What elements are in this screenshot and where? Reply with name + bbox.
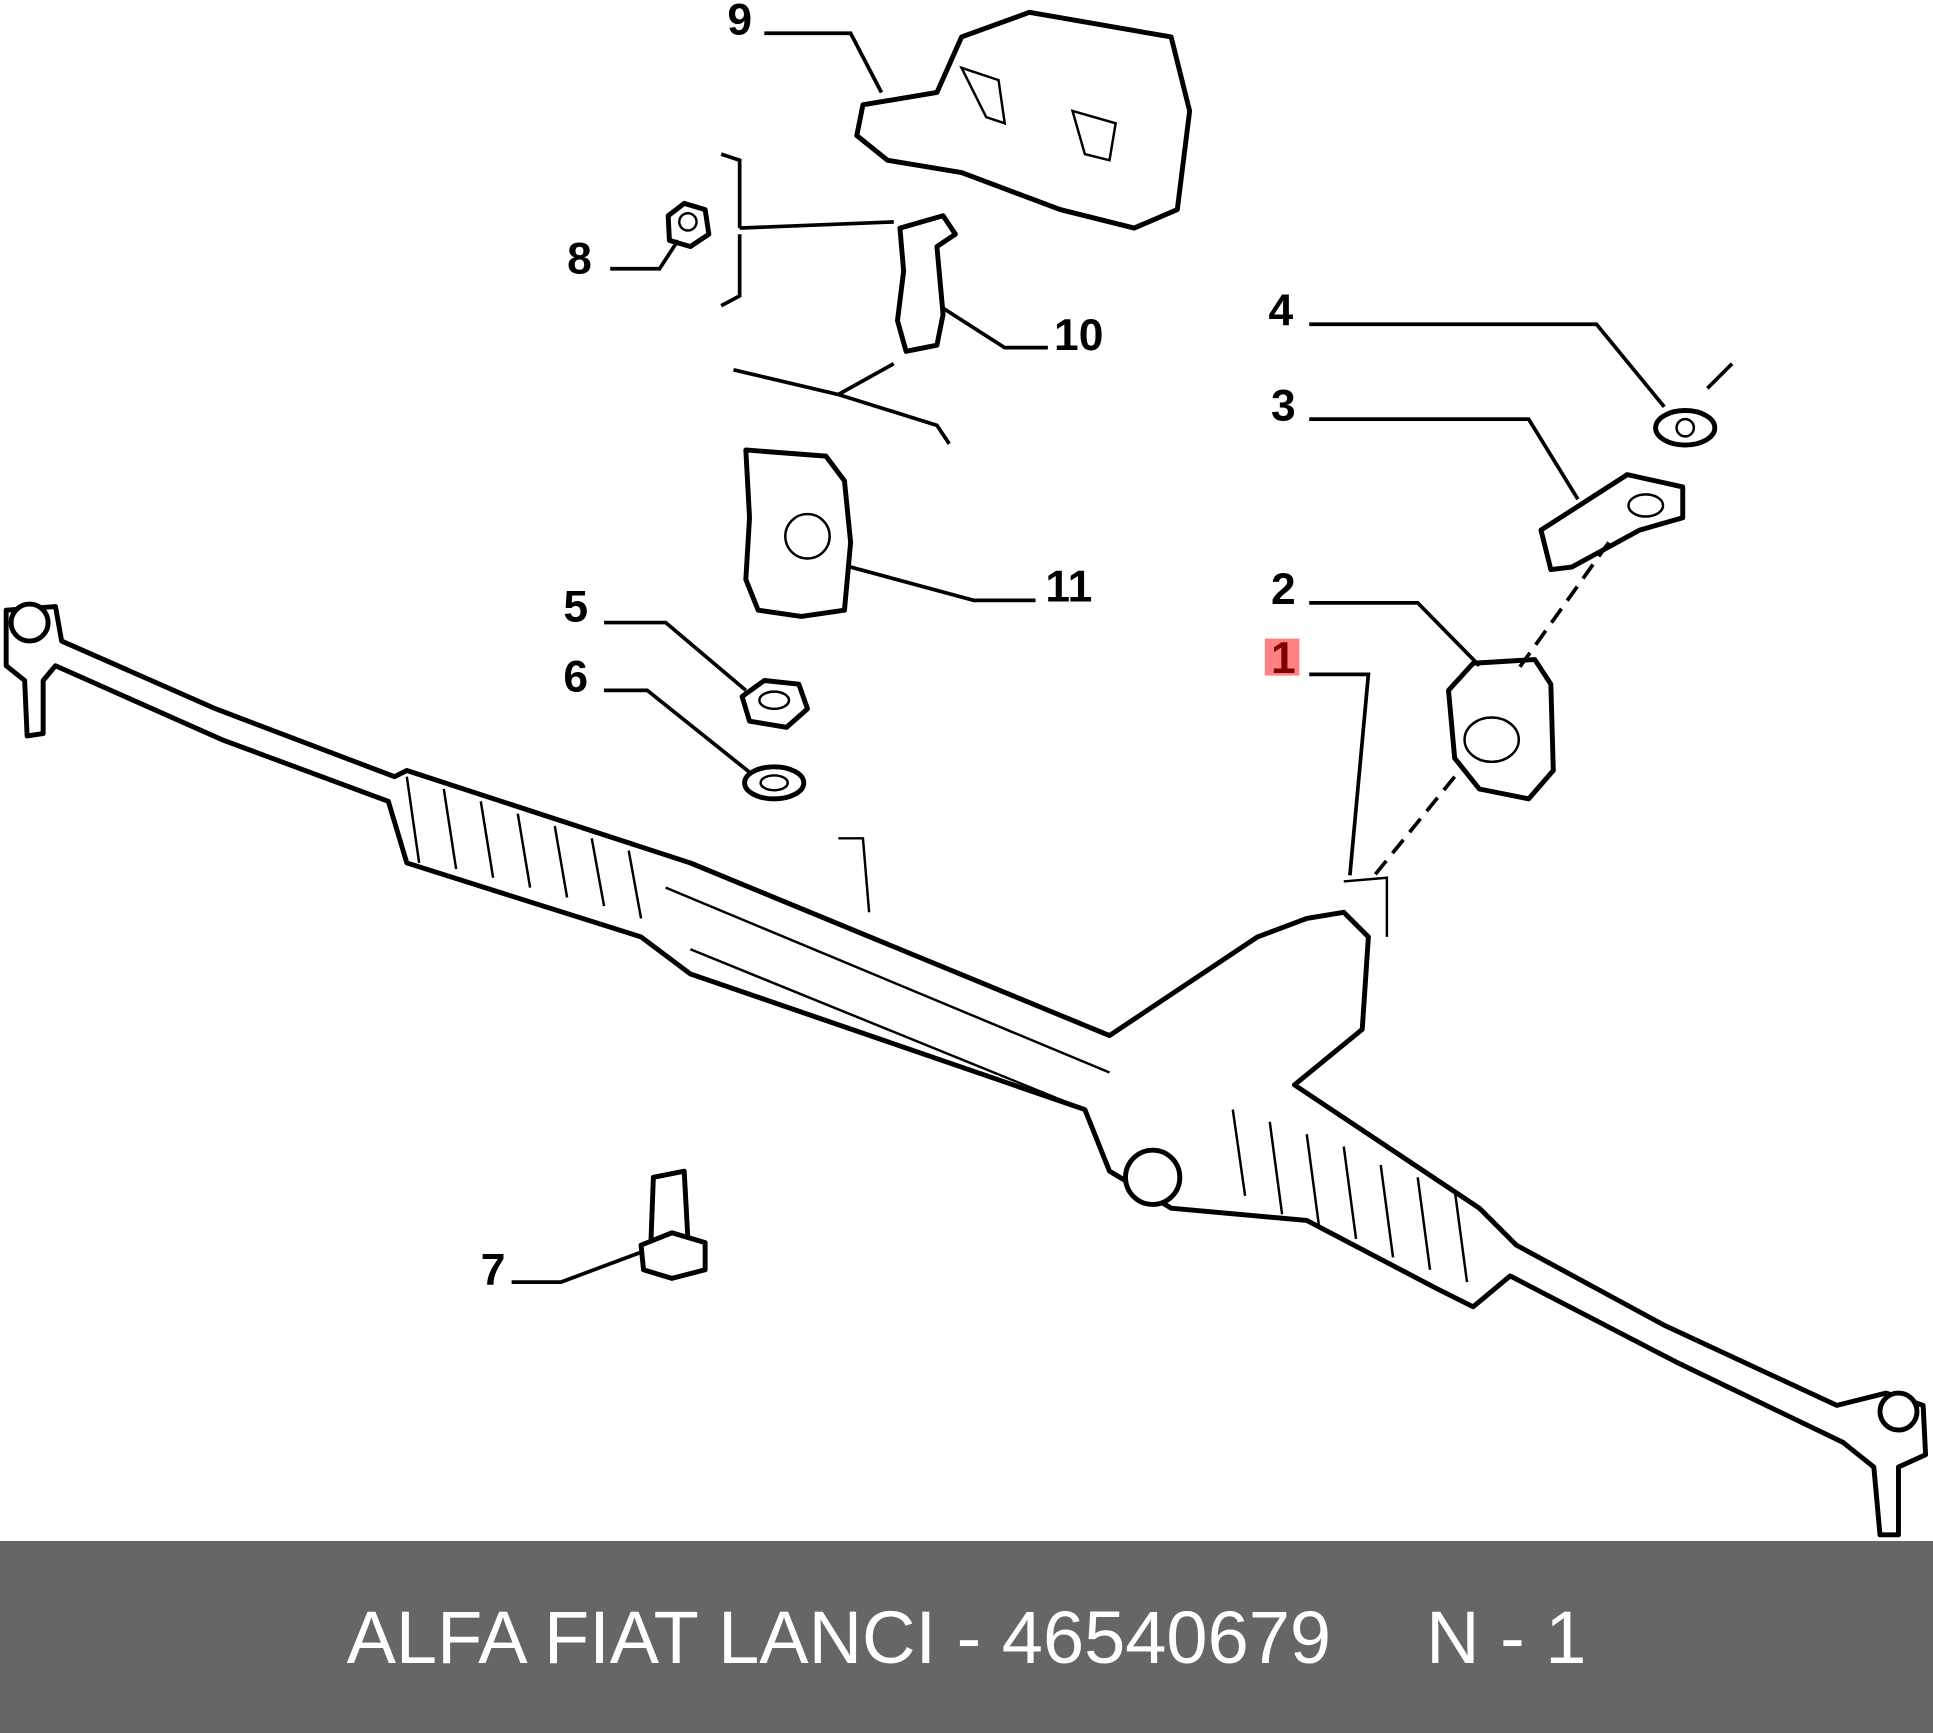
part-8-nut: [665, 200, 712, 250]
part-11-mount: [743, 447, 854, 619]
callout-2[interactable]: 2: [1271, 565, 1296, 614]
part-5-nut: [739, 678, 810, 730]
callout-10[interactable]: 10: [1054, 311, 1103, 360]
part-6-washer: [742, 764, 807, 802]
part-7-bolt: [638, 1168, 708, 1281]
footer-position: N - 1: [1426, 1595, 1587, 1679]
part-4-clip: [1653, 408, 1718, 448]
callout-1[interactable]: 1: [1271, 634, 1296, 683]
callout-7[interactable]: 7: [481, 1246, 506, 1295]
callout-4[interactable]: 4: [1269, 286, 1294, 335]
part-3-lever: [1538, 472, 1686, 573]
part-1-steering-rack: [3, 601, 1929, 1538]
callout-11[interactable]: 11: [1045, 563, 1092, 612]
callout-3[interactable]: 3: [1271, 381, 1296, 430]
footer-part-number: ALFA FIAT LANCI - 46540679: [346, 1595, 1332, 1679]
steering-rack-diagram: 1 2 3 4 5 6 7 8 9 10 11: [3, 0, 1929, 1538]
callout-1-highlight: [1264, 638, 1300, 676]
part-2-seal: [1446, 657, 1556, 802]
leader-lines: [511, 31, 1666, 1284]
callout-6[interactable]: 6: [563, 653, 588, 702]
footer-bar: ALFA FIAT LANCI - 46540679 N - 1: [0, 1541, 1933, 1733]
part-9-cover: [854, 9, 1193, 231]
callout-5[interactable]: 5: [563, 582, 588, 631]
callout-9[interactable]: 9: [727, 0, 752, 45]
callout-8[interactable]: 8: [567, 235, 592, 284]
part-10-bracket: [720, 152, 958, 445]
